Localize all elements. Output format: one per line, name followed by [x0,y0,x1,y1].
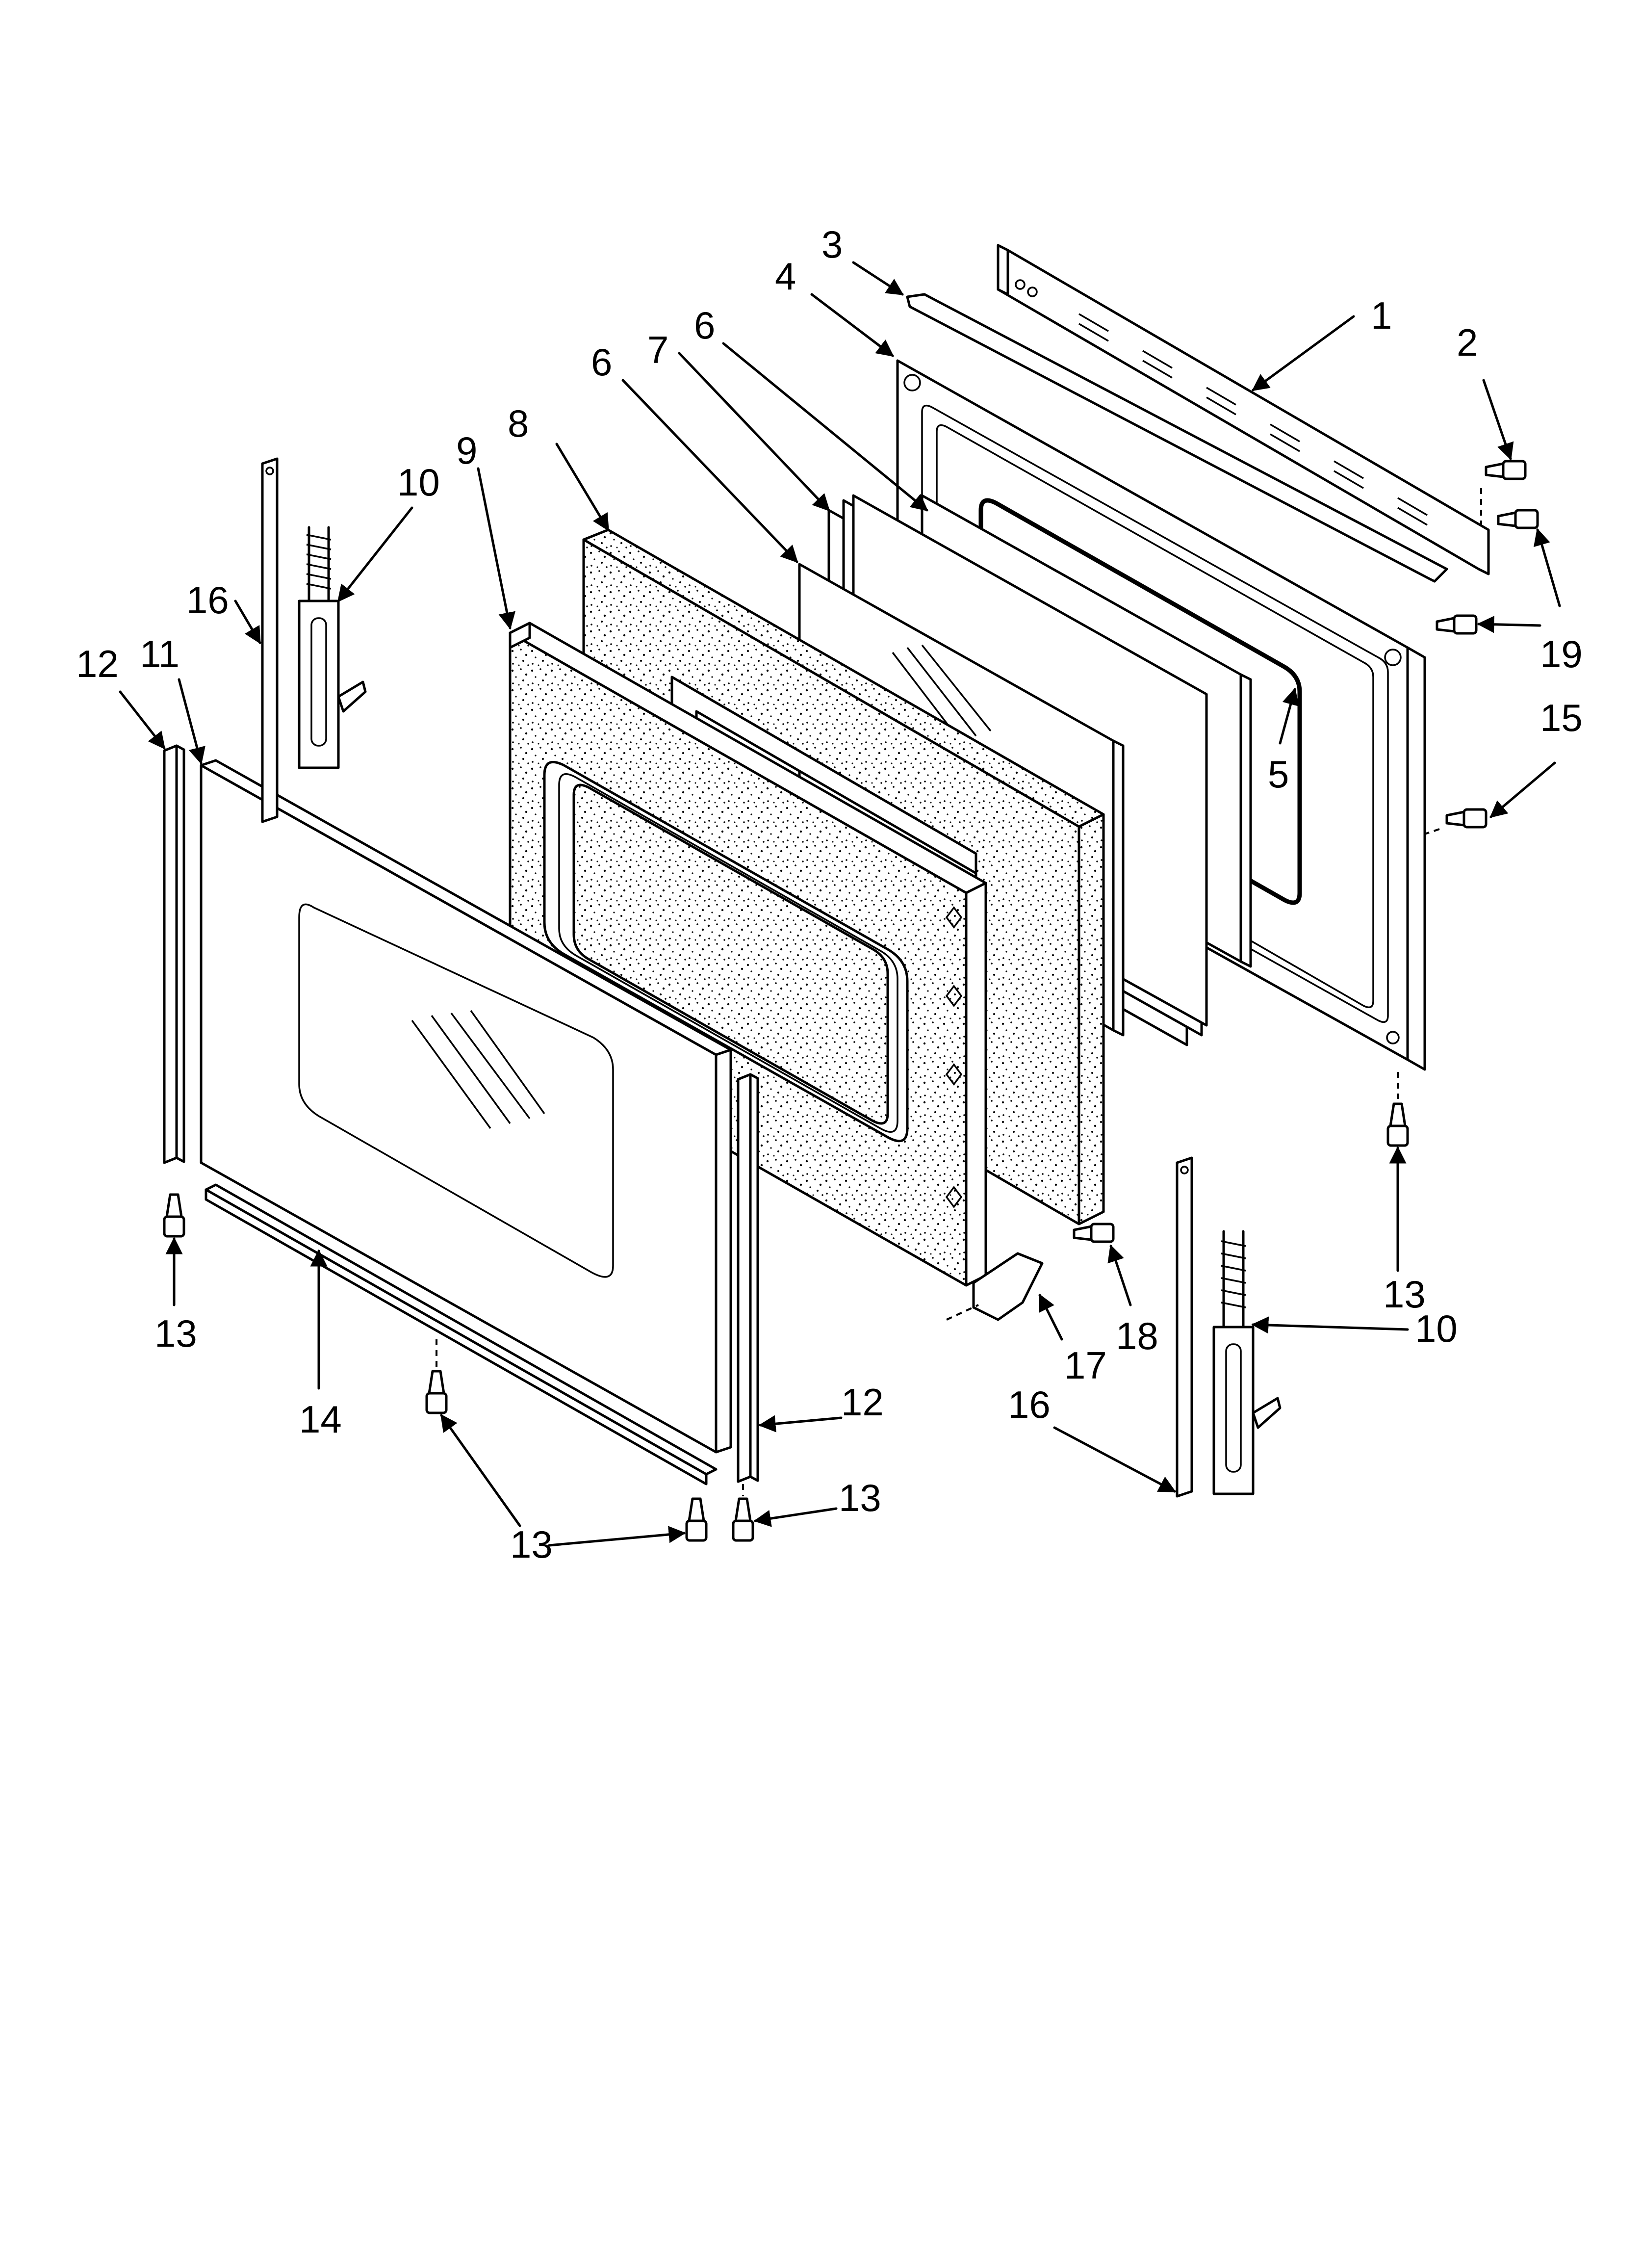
callout-19: 19 [1540,632,1583,676]
callout-17: 17 [1064,1344,1107,1387]
hinge-part-10-left [298,526,367,769]
callout-8: 8 [508,402,529,445]
screw-part-13-bottom-b [685,1497,708,1542]
callout-12-left: 12 [76,642,119,685]
callout-3: 3 [821,223,843,266]
callout-11: 11 [140,632,180,676]
callout-15: 15 [1540,696,1583,739]
callout-14: 14 [299,1398,342,1441]
callout-6-lower: 6 [591,340,612,384]
callout-1: 1 [1371,294,1392,337]
callout-13-bottom: 13 [510,1523,553,1566]
callout-5: 5 [1268,753,1289,796]
callout-6-upper: 6 [694,304,715,347]
callout-12-right: 12 [841,1381,884,1424]
callout-16-right: 16 [1008,1383,1051,1426]
callout-10-left: 10 [397,461,440,504]
side-channel-part-12-left [163,744,185,1164]
hinge-bracket-part-16-left [261,457,279,823]
callout-9: 9 [456,429,477,472]
screw-part-19-b [1436,614,1478,635]
bracket-part-17 [946,1252,1044,1321]
callout-10-right: 10 [1415,1307,1458,1350]
leader-lines [119,261,1561,1547]
vent-trim-part-1 [997,244,1490,575]
callout-7: 7 [647,328,668,371]
callout-labels: 1 2 3 4 5 6 6 7 8 9 10 10 11 12 12 13 13… [76,223,1583,1566]
callout-16-left: 16 [186,578,229,622]
callout-18: 18 [1116,1314,1158,1357]
screw-part-2 [1480,460,1527,530]
door-frame-part-9 [509,622,987,1287]
hinge-part-10-right [1212,1230,1282,1495]
screw-part-13-bottom-a [425,1339,448,1414]
callout-13-left: 13 [154,1312,197,1355]
callout-13-right: 13 [1383,1273,1426,1316]
callout-2: 2 [1457,321,1478,364]
screw-part-13-bottom-c [732,1484,754,1542]
outer-door-glass-part-11 [200,759,732,1454]
screw-part-13-left [163,1193,185,1238]
hinge-bracket-part-16-right [1176,1156,1193,1498]
callout-13-bottom-right: 13 [839,1476,881,1519]
screw-part-13-right [1386,1072,1409,1147]
bottom-trim-part-14 [205,1183,718,1486]
trim-strip-part-3 [906,293,1448,583]
callout-4: 4 [775,255,796,298]
screw-part-15 [1424,808,1488,835]
side-channel-part-12-right [737,1073,759,1483]
screw-part-18 [1073,1223,1115,1243]
screw-part-19-a [1497,509,1539,529]
